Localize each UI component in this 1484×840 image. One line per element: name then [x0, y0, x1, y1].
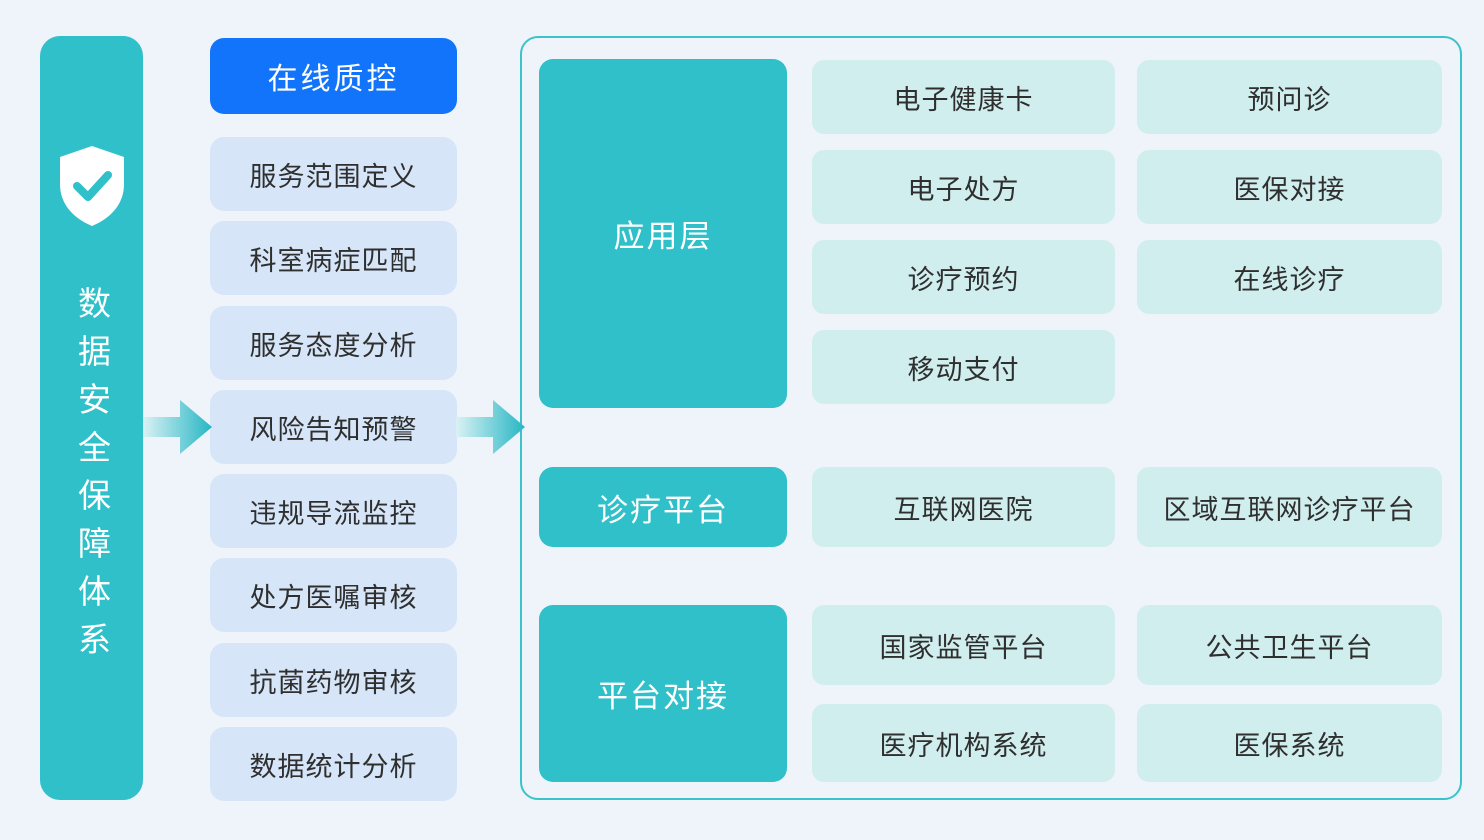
- arrow-right-icon: [143, 400, 212, 454]
- shield-check-icon: [59, 146, 124, 226]
- middle-item: 数据统计分析: [210, 727, 457, 801]
- middle-item: 科室病症匹配: [210, 221, 457, 295]
- capability-cell: 医保系统: [1137, 704, 1442, 782]
- middle-item: 抗菌药物审核: [210, 643, 457, 717]
- section-title-platform-integration: 平台对接: [539, 605, 787, 782]
- left-pillar-title: 数据安全保障体系: [73, 286, 111, 670]
- right-panel: 应用层 电子健康卡 电子处方 诊疗预约 移动支付 预问诊 医保对接 在线诊疗 诊…: [520, 36, 1462, 800]
- middle-item: 风险告知预警: [210, 390, 457, 464]
- section-title-application-layer: 应用层: [539, 59, 787, 408]
- capability-cell: 互联网医院: [812, 467, 1115, 547]
- middle-item: 服务范围定义: [210, 137, 457, 211]
- arrow-right-icon: [456, 400, 525, 454]
- capability-cell: 区域互联网诊疗平台: [1137, 467, 1442, 547]
- left-pillar: 数据安全保障体系: [40, 36, 143, 800]
- middle-item: 服务态度分析: [210, 306, 457, 380]
- capability-cell: 在线诊疗: [1137, 240, 1442, 314]
- middle-item-online-qc: 在线质控: [210, 38, 457, 114]
- capability-cell: 预问诊: [1137, 60, 1442, 134]
- section-title-diagnosis-platform: 诊疗平台: [539, 467, 787, 547]
- capability-cell: 电子处方: [812, 150, 1115, 224]
- middle-item: 处方医嘱审核: [210, 558, 457, 632]
- capability-cell: 公共卫生平台: [1137, 605, 1442, 685]
- capability-cell: 移动支付: [812, 330, 1115, 404]
- capability-cell: 医疗机构系统: [812, 704, 1115, 782]
- capability-cell: 国家监管平台: [812, 605, 1115, 685]
- capability-cell: 电子健康卡: [812, 60, 1115, 134]
- capability-cell: 诊疗预约: [812, 240, 1115, 314]
- middle-item: 违规导流监控: [210, 474, 457, 548]
- capability-cell: 医保对接: [1137, 150, 1442, 224]
